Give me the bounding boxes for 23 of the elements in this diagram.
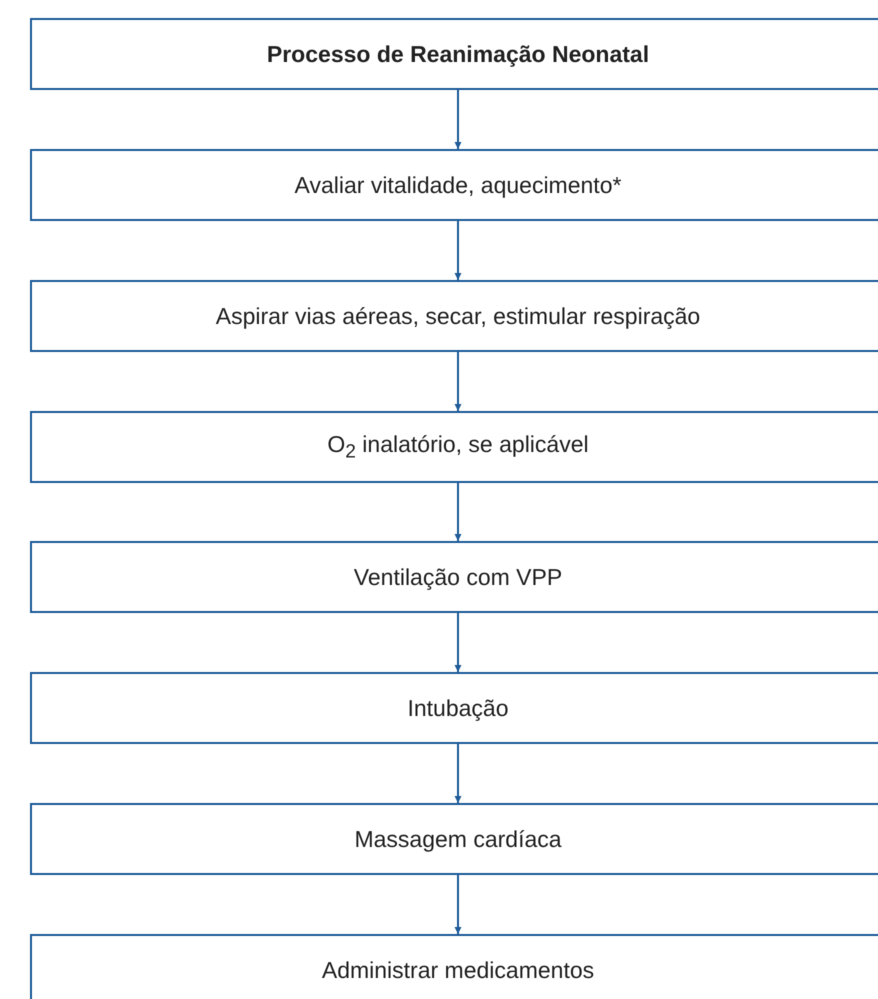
step-label: O$_{2}$ inalatório, se aplicável (327, 430, 589, 464)
step-label: Intubação (407, 694, 509, 722)
step-label: Ventilação com VPP (354, 564, 562, 590)
process-box (30, 934, 878, 999)
step-label: Processo de Reanimação Neonatal (266, 40, 650, 68)
arrow (454, 613, 462, 672)
process-box (30, 280, 878, 352)
arrow (454, 221, 462, 280)
arrow (454, 483, 462, 541)
arrow (454, 352, 462, 411)
process-box (30, 672, 878, 744)
step-label: Massagem cardíaca (354, 826, 562, 852)
arrow (454, 744, 462, 803)
step-label: Aspirar vias aéreas, secar, estimular respiração (216, 302, 700, 330)
process-box (30, 541, 878, 613)
process-box (30, 411, 878, 483)
step-label: Avaliar vitalidade, aquecimento* (294, 172, 622, 198)
step-label: Administrar medicamentos (322, 956, 594, 984)
arrow (454, 875, 462, 934)
process-box (30, 803, 878, 875)
process-box (30, 149, 878, 221)
process-box (30, 18, 878, 90)
arrow (454, 90, 462, 149)
